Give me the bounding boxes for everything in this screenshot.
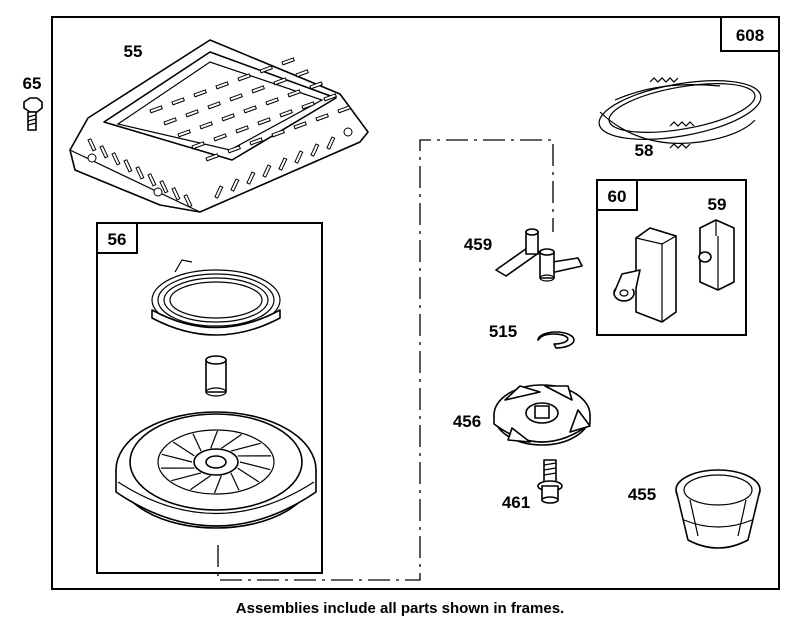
pulley-fin: [230, 442, 261, 452]
pulley-fin: [210, 430, 218, 449]
part-label-55: 55: [124, 42, 143, 61]
cover-vent-slot: [337, 105, 351, 114]
cover-vent-slot: [227, 145, 241, 154]
cover-vent-slot: [215, 81, 229, 90]
cover-side-slot: [99, 145, 109, 159]
frame-56-label: 56: [108, 230, 127, 249]
assembly-connector-line: [217, 139, 554, 581]
cover-side-slot: [230, 178, 240, 192]
rope-insert-59: [698, 219, 735, 291]
pulley-fin: [237, 467, 260, 483]
cover-vent-slot: [243, 105, 257, 114]
cover-vent-slot: [213, 133, 227, 142]
cover-side-slot: [310, 143, 320, 157]
cover-vent-slot: [237, 73, 251, 82]
cover-vent-slot: [207, 101, 221, 110]
part-label-515: 515: [489, 322, 517, 341]
frame-608-label: 608: [736, 26, 764, 45]
cover-side-slot: [123, 159, 133, 173]
screw-461: [537, 459, 563, 504]
pulley-fin: [192, 433, 202, 452]
ratchet-456: [493, 384, 591, 446]
retaining-ring-515: [537, 331, 575, 349]
cover-vent-slot: [301, 101, 315, 110]
cover-vent-slot: [235, 125, 249, 134]
cover-vent-slot: [281, 57, 295, 66]
cover-side-slot: [214, 185, 224, 199]
cover-vent-slot: [287, 89, 301, 98]
cover-vent-slot: [171, 97, 185, 106]
cover-side-slot: [326, 136, 336, 150]
frame-60-label: 60: [608, 187, 627, 206]
cover-vent-slot: [177, 129, 191, 138]
pulley-fin: [221, 433, 242, 449]
cover-vent-slot: [271, 129, 285, 138]
frame-60-tag: [596, 179, 638, 211]
part-label-58: 58: [635, 141, 654, 160]
bushing: [205, 355, 227, 397]
cover-vent-slot: [221, 113, 235, 122]
cup-455: [675, 469, 761, 549]
cover-vent-slot: [293, 121, 307, 130]
cover-vent-slot: [229, 93, 243, 102]
cover-side-slot: [171, 187, 181, 201]
pulley-fin: [239, 461, 271, 471]
cover-vent-slot: [249, 137, 263, 146]
cover-vent-slot: [191, 141, 205, 150]
pulley: [115, 411, 317, 529]
cover-vent-slot: [259, 65, 273, 74]
pulley-fin: [171, 472, 202, 482]
cover-side-slot: [111, 152, 121, 166]
cover-side-slot: [183, 194, 193, 208]
pulley-fin: [161, 453, 193, 463]
rope-handle: [613, 227, 678, 323]
part-label-59: 59: [708, 195, 727, 214]
cover-vent-slot: [257, 117, 271, 126]
frame-608-tag: [720, 16, 780, 52]
cover-vent-slot: [273, 77, 287, 86]
cover-vent-slot: [251, 85, 265, 94]
part-label-456: 456: [453, 412, 481, 431]
cover-vent-slot: [279, 109, 293, 118]
pulley-fin: [190, 475, 211, 491]
cover-side-slot: [87, 138, 97, 152]
part-label-459: 459: [464, 235, 492, 254]
cover-vent-slot: [295, 69, 309, 78]
cover-side-slot: [262, 164, 272, 178]
pulley-fin: [230, 472, 240, 491]
cover-side-slot: [278, 157, 288, 171]
part-label-461: 461: [502, 493, 530, 512]
cover-side-slot: [159, 180, 169, 194]
housing-cover-55: [69, 39, 369, 213]
frame-60: [596, 179, 747, 336]
pulley-fin: [172, 441, 195, 457]
recoil-spring: [151, 259, 281, 336]
cover-vent-slot: [149, 105, 163, 114]
cover-side-slot: [246, 171, 256, 185]
cover-vent-slot: [205, 153, 219, 162]
cover-vent-slot: [193, 89, 207, 98]
rope-58: [598, 77, 762, 149]
frame-56-tag: [96, 222, 138, 254]
pulley-fin: [214, 475, 222, 494]
bolt-65: [23, 97, 43, 131]
diagram-caption: Assemblies include all parts shown in fr…: [235, 600, 565, 617]
cover-vent-slot: [265, 97, 279, 106]
cover-vent-slot: [309, 81, 323, 90]
cover-side-slot: [135, 166, 145, 180]
cover-vent-slot: [323, 93, 337, 102]
part-label-65: 65: [23, 74, 42, 93]
frame-608: [51, 16, 780, 590]
cover-vent-slot: [199, 121, 213, 130]
cover-vent-slot: [163, 117, 177, 126]
part-label-455: 455: [628, 485, 656, 504]
pawl-459: [495, 228, 583, 282]
frame-56: [96, 222, 323, 574]
cover-vent-slot: [185, 109, 199, 118]
cover-side-slot: [147, 173, 157, 187]
cover-side-slot: [294, 150, 304, 164]
cover-vent-slot: [315, 113, 329, 122]
